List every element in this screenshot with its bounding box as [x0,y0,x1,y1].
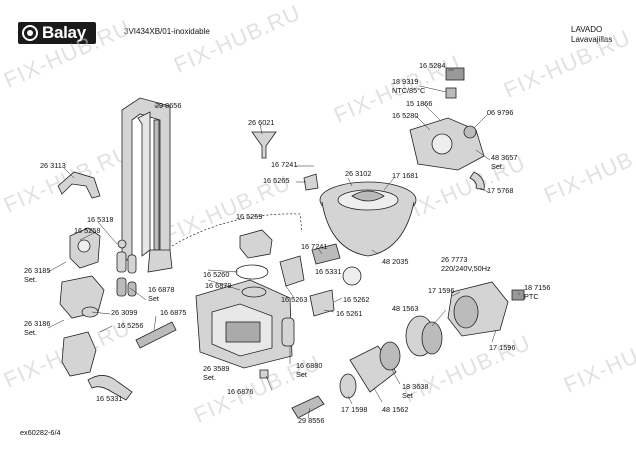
part-label: 16 6879 [205,281,232,290]
part-label: 16 5265 [263,176,290,185]
seal-ring [342,266,362,286]
part-label: 16 7241 [271,160,298,169]
part-label: 16 6875 [160,308,187,317]
part-label: 16 5261 [336,309,363,318]
part-label: 18 3638 Set [402,382,429,400]
part-label: 17 1596 [428,286,455,295]
part-label: 16 6880 Set [296,361,323,379]
part-label: 16 5259 [236,212,263,221]
spring-part [116,251,127,273]
part-label: 17 1681 [392,171,419,180]
leader-lines [47,69,520,419]
part-label: 16 5263 [281,295,308,304]
spring-part [281,317,295,347]
part-label: 17 5768 [487,186,514,195]
drain-pump [339,341,401,399]
flange-part [279,255,305,287]
small-hose [135,321,177,349]
part-label: 16 5331 [315,267,342,276]
part-label: 16 5318 [87,215,114,224]
spring-part [116,277,127,297]
water-distribution-pipe [121,97,173,273]
part-label: 26 3099 [111,308,138,317]
clip-part [259,369,269,379]
spring-part [127,281,137,297]
part-label: 18 9319 NTC/85°C [392,77,426,95]
part-label: 26 3102 [345,169,372,178]
part-label: 26 3113 [40,161,66,170]
bracket-part [309,289,335,317]
part-label: 26 3186 Set. [24,319,51,337]
balay-logo: Balay [18,22,96,44]
heat-pump-motor [447,281,525,337]
circulation-pump [405,315,443,357]
hose-corrugated [87,375,133,401]
heater-housing [409,67,485,171]
part-label: 16 6876 [227,387,254,396]
part-label: 29 8556 [298,416,325,425]
part-label: 16 5280 [392,111,419,120]
part-label: 17 1596 [489,343,516,352]
part-label: 48 3657 Set. [491,153,518,171]
valve-body [61,331,97,377]
part-label: 16 5262 [343,295,370,304]
document-id: ex60282-6/4 [20,428,61,437]
inlet-hose [291,395,325,419]
part-label: 16 7241 [301,242,328,251]
assembly-outline [171,213,303,247]
part-label: 16 5258 [74,226,101,235]
balay-logo-mark-icon [22,25,38,41]
drain-hose [311,243,341,265]
seal-ring [117,239,127,249]
part-label: 16 6878 Set [148,285,175,303]
brand-name: Balay [42,23,86,42]
appliance-type: Lavavajillas [571,35,613,44]
part-label: 16 5260 [203,270,230,279]
model-number: 3VI434XB/01-inoxidable [124,27,210,36]
hose-clamp [469,171,485,191]
part-label: 17 1598 [341,405,368,414]
salt-cap [239,229,273,259]
part-label: 15 1866 [406,99,433,108]
part-label: 06 9796 [487,108,514,117]
part-label: 16 5331 [96,394,123,403]
part-label: 26 6021 [248,118,275,127]
gasket-ring [235,264,269,280]
part-label: 48 2035 [382,257,409,266]
part-label: 48 1563 [392,304,419,313]
part-label: 16 5256 [117,321,144,330]
funnel-part [251,131,277,159]
gasket-ring [241,286,267,298]
part-label: 26 7773 220/240V,50Hz [441,255,491,273]
clip-part [303,173,319,191]
section-title: LAVADO [571,25,603,34]
part-label: 48 1562 [382,405,409,414]
part-label: 18 7156 PTC [524,283,551,301]
spring-part [127,254,137,274]
sump-housing [319,181,417,257]
part-label: 26 3185 Set. [24,266,51,284]
part-label: 16 5284 [419,61,446,70]
hose-holder [57,171,101,199]
part-label: 26 3589 Set. [203,364,230,382]
part-label: 29 8656 [155,101,182,110]
